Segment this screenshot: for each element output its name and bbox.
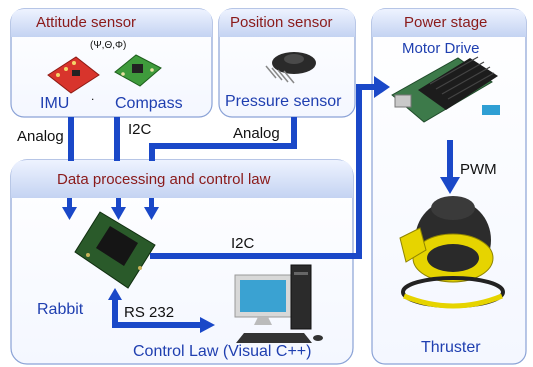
arrow-head-1 <box>62 207 77 220</box>
arrow-rs232-head <box>200 317 215 333</box>
power-stage-title: Power stage <box>404 14 488 31</box>
arrow-pwm-head <box>440 177 460 194</box>
arrow-rs232-up-head <box>108 288 122 300</box>
arrow-pwm-shaft <box>447 140 453 180</box>
arrow-pressure-path-v1 <box>291 117 297 149</box>
rabbit-board-image <box>74 211 156 289</box>
arrow-rs232-v <box>112 300 118 328</box>
analog-left-label: Analog <box>17 128 64 145</box>
attitude-angles-label: (Ψ,Θ,Φ) <box>90 40 127 51</box>
arrow-compass-down <box>114 117 120 161</box>
arrow-i2c-head <box>374 76 390 98</box>
imu-board-image <box>47 56 100 94</box>
compass-board-image <box>114 54 162 87</box>
computer-image <box>234 264 323 343</box>
pressure-sensor-image <box>265 52 316 84</box>
arrow-i2c-h <box>150 253 362 259</box>
imu-label: IMU <box>40 95 70 112</box>
attitude-sensor-title: Attitude sensor <box>36 14 137 31</box>
arrow-rs232-h <box>112 322 202 328</box>
arrow-i2c-v <box>356 84 362 259</box>
motor-drive-label: Motor Drive <box>402 40 480 57</box>
i2c-mid-label: I2C <box>231 235 255 252</box>
pressure-sensor-label: Pressure sensor <box>225 93 342 110</box>
arrow-pressure-path-h <box>149 143 297 149</box>
motor-drive-image <box>391 56 500 123</box>
rs232-label: RS 232 <box>124 304 175 321</box>
arrow-i2c-top <box>356 84 376 90</box>
position-sensor-title: Position sensor <box>230 14 333 31</box>
imu-dot: . <box>91 89 95 103</box>
arrow-imu-down <box>68 117 74 161</box>
arrow-head-2 <box>111 207 126 220</box>
control-law-label: Control Law (Visual C++) <box>133 343 312 360</box>
attitude-sensor-box <box>10 8 213 118</box>
arrow-head-3 <box>144 207 159 220</box>
compass-label: Compass <box>115 95 183 112</box>
analog-mid-label: Analog <box>233 125 280 142</box>
data-processing-title: Data processing and control law <box>57 171 271 188</box>
thruster-label: Thruster <box>421 339 481 356</box>
arrows <box>62 76 460 333</box>
arrow-pressure-path-v2 <box>149 143 155 161</box>
rabbit-label: Rabbit <box>37 301 84 318</box>
i2c-top-label: I2C <box>128 121 152 138</box>
thruster-image <box>399 196 505 309</box>
pwm-label: PWM <box>460 161 497 178</box>
